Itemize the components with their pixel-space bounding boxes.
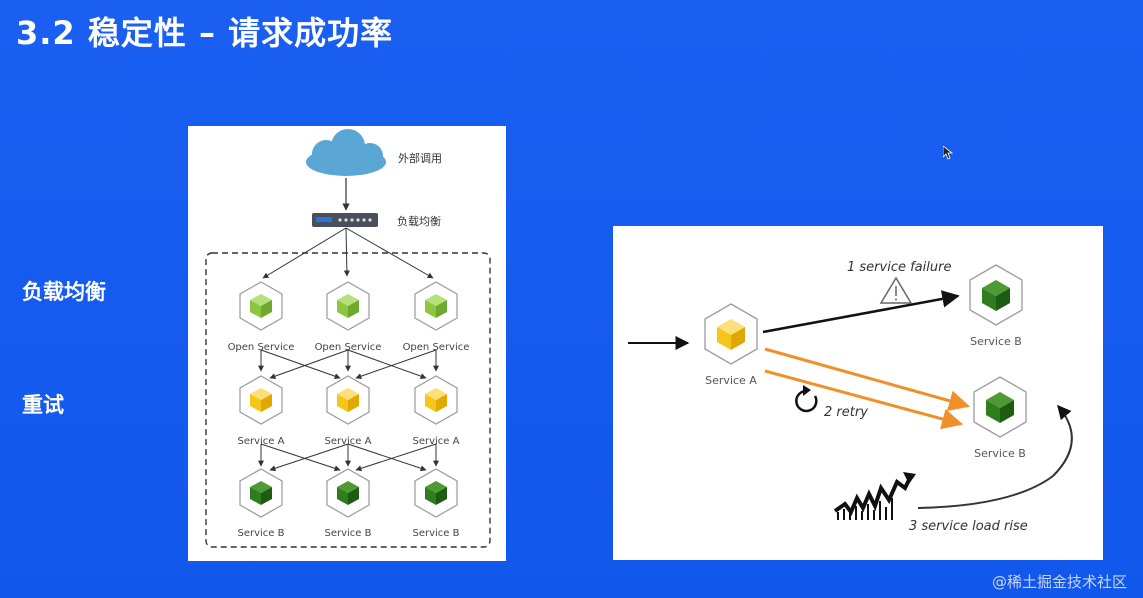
retry-svg: Service A 1 service failure Service B 2 … — [628, 260, 1073, 534]
service-a-node — [704, 303, 758, 365]
service-a-node — [326, 375, 370, 425]
load-balancing-diagram: 外部调用 负载均衡 — [188, 126, 506, 561]
service-a-node — [239, 375, 283, 425]
service-b-node — [326, 468, 370, 518]
service-a-label: Service A — [705, 374, 757, 387]
cloud-icon — [306, 129, 386, 176]
service-a-node — [414, 375, 458, 425]
service-b-label: Service B — [413, 528, 460, 539]
open-service-node — [326, 281, 370, 331]
service-cluster-box — [205, 252, 491, 548]
load-rise-label: 3 service load rise — [909, 519, 1028, 534]
retry-icon — [795, 385, 818, 413]
slide-title: 3.2 稳定性 – 请求成功率 — [16, 14, 394, 52]
mouse-cursor-icon — [942, 145, 954, 164]
service-b-label: Service B — [238, 528, 285, 539]
open-service-label: Open Service — [315, 342, 382, 353]
load-balancing-svg: 外部调用 负载均衡 — [205, 129, 491, 548]
warning-icon — [879, 276, 913, 304]
service-b-node — [239, 468, 283, 518]
retry-diagram: Service A 1 service failure Service B 2 … — [613, 226, 1103, 560]
label-retry: 重试 — [22, 393, 64, 417]
service-a-label: Service A — [413, 436, 460, 447]
external-call-label: 外部调用 — [398, 151, 442, 165]
watermark: @稀土掘金技术社区 — [991, 573, 1127, 591]
service-b-node — [414, 468, 458, 518]
service-b-label: Service B — [325, 528, 372, 539]
service-a-label: Service A — [238, 436, 285, 447]
service-a-label: Service A — [325, 436, 372, 447]
label-load-balancing: 负载均衡 — [22, 280, 106, 304]
service-b-node — [969, 264, 1023, 326]
load-rise-arrow — [917, 404, 1073, 509]
open-service-node — [239, 281, 283, 331]
open-service-label: Open Service — [403, 342, 470, 353]
load-balancer-label: 负载均衡 — [397, 214, 441, 228]
service-b-top-label: Service B — [970, 335, 1022, 348]
service-b-bottom-label: Service B — [974, 447, 1026, 460]
load-chart-icon — [833, 472, 916, 520]
load-balancer-icon — [312, 213, 378, 227]
open-service-label: Open Service — [228, 342, 295, 353]
failure-label: 1 service failure — [847, 260, 951, 275]
open-service-node — [414, 281, 458, 331]
retry-label: 2 retry — [824, 405, 868, 420]
service-b-node — [973, 376, 1027, 438]
